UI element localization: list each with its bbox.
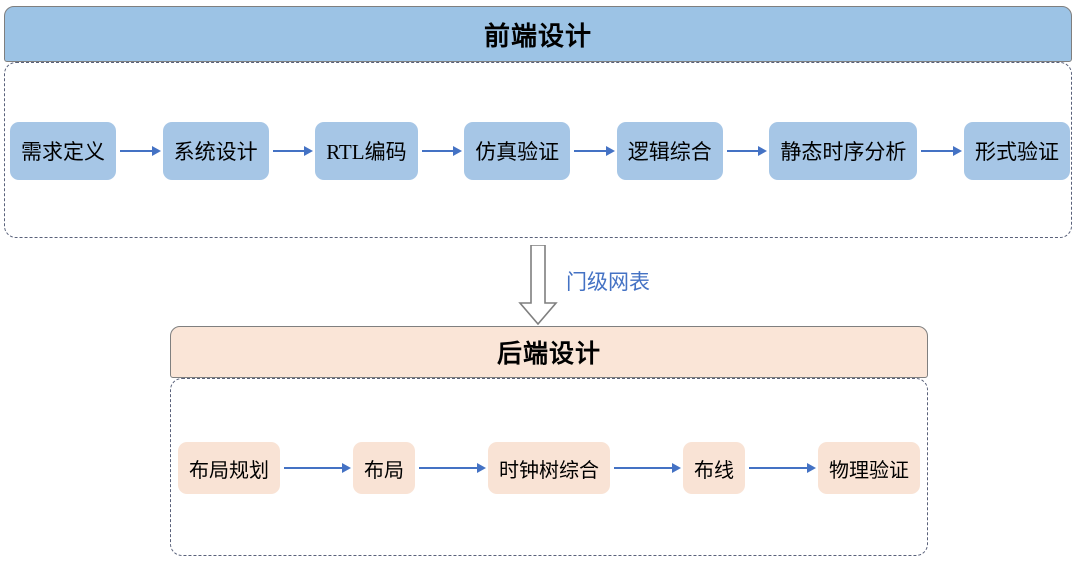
frontend-section-header: 前端设计 xyxy=(4,6,1072,62)
flow-node-floorplanning[interactable]: 布局规划 xyxy=(178,442,280,494)
flow-arrow-icon xyxy=(610,460,683,476)
flow-arrow-icon xyxy=(418,143,465,159)
flow-node-formal-verification[interactable]: 形式验证 xyxy=(963,122,1070,180)
flow-node-placement[interactable]: 布局 xyxy=(353,442,415,494)
flow-node-simulation-verification[interactable]: 仿真验证 xyxy=(464,122,571,180)
flow-node-label: 逻辑综合 xyxy=(627,140,712,164)
flow-node-clock-tree-synthesis[interactable]: 时钟树综合 xyxy=(488,442,610,494)
flow-arrow-icon xyxy=(917,143,964,159)
gate-level-netlist-down-arrow-icon xyxy=(518,245,558,325)
flow-node-routing[interactable]: 布线 xyxy=(683,442,745,494)
flow-node-static-timing-analysis[interactable]: 静态时序分析 xyxy=(769,122,918,180)
flow-node-label: 系统设计 xyxy=(173,140,258,164)
backend-section-header: 后端设计 xyxy=(170,326,928,378)
flow-node-label: 时钟树综合 xyxy=(499,459,599,482)
gate-level-netlist-label: 门级网表 xyxy=(566,270,650,294)
flow-node-label: 物理验证 xyxy=(829,459,909,482)
flow-node-rtl-coding[interactable]: RTL编码 xyxy=(315,122,418,180)
flow-node-label: 静态时序分析 xyxy=(780,140,907,164)
flow-arrow-icon xyxy=(116,143,163,159)
frontend-section-body xyxy=(4,62,1072,238)
flow-arrow-icon xyxy=(280,460,353,476)
backend-flow-row: 布局规划 布局 时钟树综合 布线 物理验证 xyxy=(178,442,920,494)
flow-node-label: 仿真验证 xyxy=(475,140,560,164)
flow-node-requirement-definition[interactable]: 需求定义 xyxy=(10,122,116,180)
flow-node-system-design[interactable]: 系统设计 xyxy=(162,122,269,180)
backend-section-body xyxy=(170,378,928,556)
frontend-flow-row: 需求定义 系统设计 RTL编码 仿真验证 逻辑综合 静态时序 xyxy=(10,122,1070,180)
flow-arrow-icon xyxy=(723,143,770,159)
flow-node-label: 需求定义 xyxy=(21,140,105,164)
frontend-section-title: 前端设计 xyxy=(483,21,592,51)
flow-arrow-icon xyxy=(269,143,316,159)
flow-node-label: 布局 xyxy=(364,459,404,482)
flow-node-physical-verification[interactable]: 物理验证 xyxy=(818,442,920,494)
flow-arrow-icon xyxy=(570,143,617,159)
backend-section-title: 后端设计 xyxy=(496,341,601,368)
flow-arrow-icon xyxy=(415,460,488,476)
flow-node-label: RTL编码 xyxy=(326,140,407,164)
flow-node-label: 形式验证 xyxy=(974,140,1059,164)
flow-node-label: 布局规划 xyxy=(189,459,269,482)
flow-node-label: 布线 xyxy=(694,459,734,482)
flow-arrow-icon xyxy=(745,460,818,476)
flow-node-logic-synthesis[interactable]: 逻辑综合 xyxy=(616,122,723,180)
